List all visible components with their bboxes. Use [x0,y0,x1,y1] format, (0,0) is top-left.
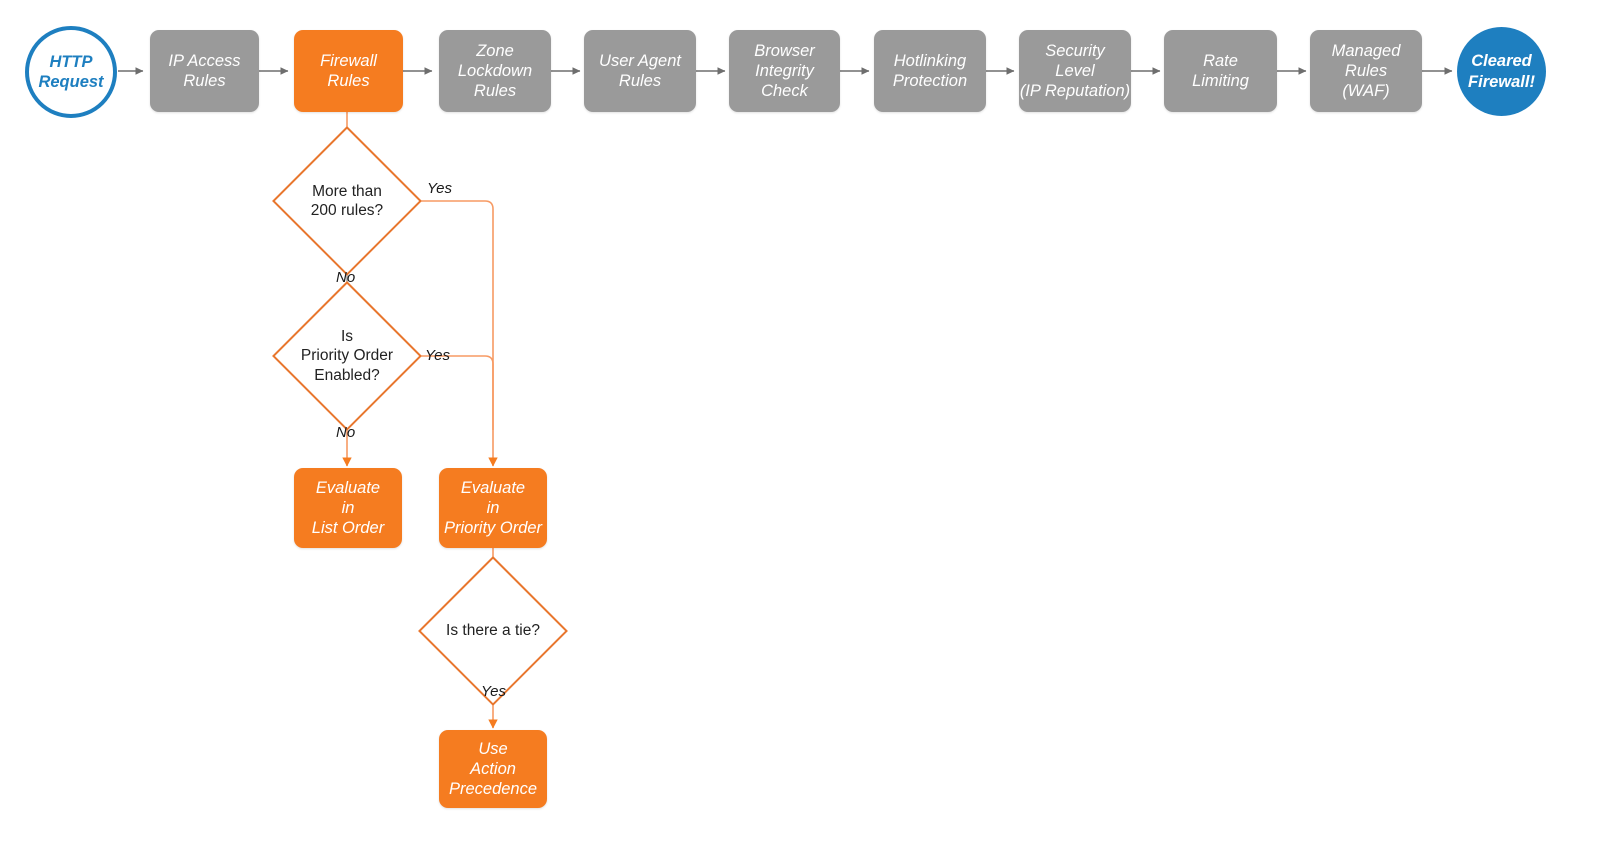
node-label: Security Level (IP Reputation) [1019,41,1131,101]
node-label: Cleared Firewall! [1468,52,1535,91]
edge-label-priority-no: No [336,424,356,441]
decision-is-there-a-tie[interactable]: Is there a tie? [418,556,568,706]
decision-label: Is Priority Order Enabled? [300,327,394,384]
decision-priority-order-enabled[interactable]: Is Priority Order Enabled? [272,281,422,431]
node-security-level[interactable]: Security Level (IP Reputation) [1019,30,1131,112]
edge-label-tie-yes: Yes [481,683,507,700]
node-label: Browser Integrity Check [754,41,815,101]
decision-more-than-200-rules[interactable]: More than 200 rules? [272,126,422,276]
decision-label: More than 200 rules? [310,182,384,219]
node-label: Firewall Rules [320,51,377,90]
node-label: Use Action Precedence [448,739,538,799]
node-hotlinking-protection[interactable]: Hotlinking Protection [874,30,986,112]
node-label: Managed Rules (WAF) [1331,41,1401,101]
node-label: HTTP Request [38,52,104,91]
decision-label: Is there a tie? [446,622,540,640]
node-label: Hotlinking Protection [892,51,968,90]
edge-label-rules-no: No [336,269,356,286]
edge-label-priority-yes: Yes [425,347,451,364]
node-label: Evaluate in List Order [311,478,385,538]
node-use-action-precedence[interactable]: Use Action Precedence [439,730,547,808]
node-http-request[interactable]: HTTP Request [25,26,117,118]
node-managed-rules-waf[interactable]: Managed Rules (WAF) [1310,30,1422,112]
node-browser-integrity-check[interactable]: Browser Integrity Check [729,30,840,112]
node-label: User Agent Rules [599,51,681,90]
node-cleared-firewall[interactable]: Cleared Firewall! [1457,27,1546,116]
node-evaluate-in-priority-order[interactable]: Evaluate in Priority Order [439,468,547,548]
node-zone-lockdown-rules[interactable]: Zone Lockdown Rules [439,30,551,112]
node-label: Evaluate in Priority Order [443,478,543,538]
edge-label-rules-yes: Yes [427,180,453,197]
node-ip-access-rules[interactable]: IP Access Rules [150,30,259,112]
node-label: Zone Lockdown Rules [457,41,533,101]
node-label: Rate Limiting [1192,51,1249,90]
node-evaluate-in-list-order[interactable]: Evaluate in List Order [294,468,402,548]
node-rate-limiting[interactable]: Rate Limiting [1164,30,1277,112]
node-user-agent-rules[interactable]: User Agent Rules [584,30,696,112]
node-label: IP Access Rules [168,51,241,90]
node-firewall-rules[interactable]: Firewall Rules [294,30,403,112]
